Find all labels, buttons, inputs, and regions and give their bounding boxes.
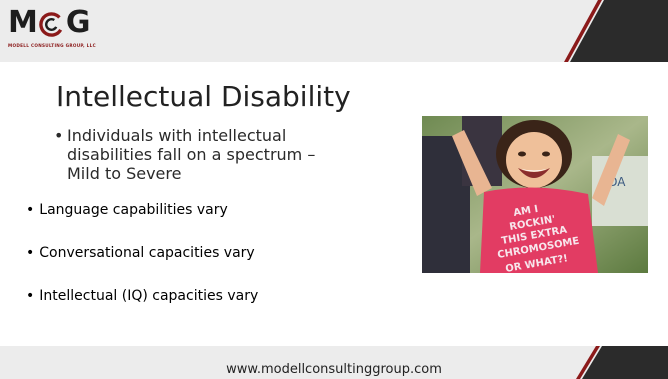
logo-letter-g: G	[65, 5, 91, 40]
bullet-line: Mild to Severe	[67, 164, 182, 183]
sub-bullet-item: •Intellectual (IQ) capacities vary	[26, 288, 258, 305]
footer-accent-shape	[576, 346, 668, 379]
logo-c-icon	[39, 11, 64, 37]
sub-bullet-text: Language capabilities vary	[39, 202, 228, 218]
logo-letter-m: M	[8, 5, 38, 40]
child-photo: ADA AM I ROCKIN' THIS EXTRA CHROMOSOME O…	[422, 116, 648, 273]
footer-band: www.modellconsultinggroup.com	[0, 346, 668, 379]
sub-bullet-text: Conversational capacities vary	[39, 245, 255, 261]
company-logo: M G MODELL CONSULTING GROUP, LLC	[8, 6, 158, 58]
sub-bullet-text: Intellectual (IQ) capacities vary	[39, 288, 259, 304]
sub-bullet-item: •Conversational capacities vary	[26, 245, 255, 262]
bullet-dot: •	[26, 202, 35, 218]
slide-title: Intellectual Disability	[56, 80, 351, 113]
photo-illustration: ADA AM I ROCKIN' THIS EXTRA CHROMOSOME O…	[422, 116, 648, 273]
header-band: M G MODELL CONSULTING GROUP, LLC	[0, 0, 668, 62]
bullet-dot: •	[54, 126, 64, 145]
logo-tagline: MODELL CONSULTING GROUP, LLC	[8, 43, 96, 48]
bullet-list: • Individuals with intellectual disabili…	[54, 126, 374, 183]
logo-mark: M G	[8, 6, 158, 40]
bullet-line: Individuals with intellectual	[67, 126, 287, 145]
bullet-item: • Individuals with intellectual disabili…	[54, 126, 374, 183]
shirt-text: AM I	[513, 204, 539, 219]
bullet-dot: •	[26, 245, 35, 261]
header-accent-shape	[564, 0, 668, 62]
bullet-dot: •	[26, 288, 35, 304]
sub-bullet-item: •Language capabilities vary	[26, 202, 228, 219]
bullet-line: disabilities fall on a spectrum –	[67, 145, 316, 164]
footer-url: www.modellconsultinggroup.com	[226, 362, 442, 377]
